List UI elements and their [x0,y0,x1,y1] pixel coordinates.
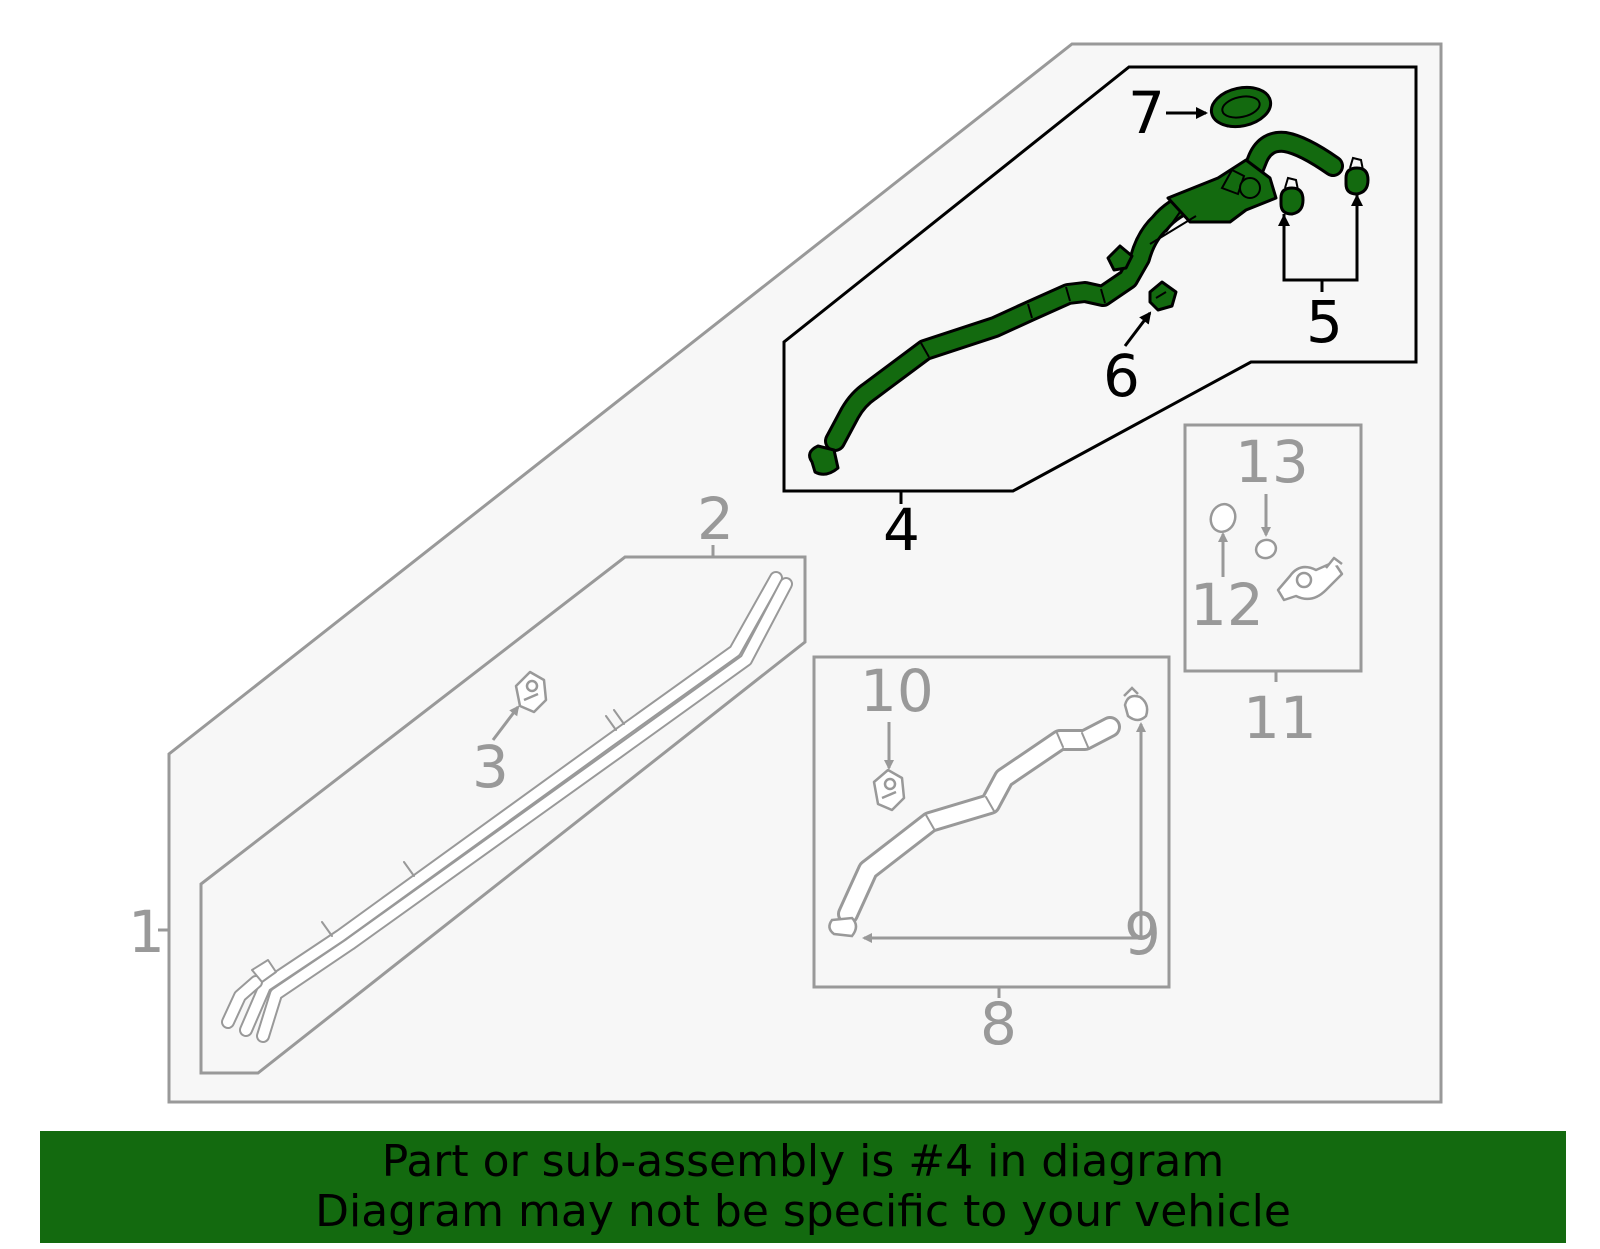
hose-clamp-icon [1106,244,1134,272]
callout-2: 2 [697,485,734,553]
callout-13: 13 [1235,428,1309,496]
callout-1: 1 [128,898,165,966]
callout-12: 12 [1190,571,1264,639]
callout-6: 6 [1103,342,1140,410]
part-12-ring[interactable] [1207,501,1239,536]
subassembly-panel-8 [812,655,1171,989]
part-5-clamp-left[interactable] [1279,176,1305,216]
callout-7: 7 [1128,79,1165,147]
part-10-clip[interactable] [872,768,906,812]
part-2-fuel-tubes[interactable] [221,571,793,1043]
part-13-cap[interactable] [1254,537,1279,561]
part-11-valve[interactable] [1276,556,1344,602]
callout-8: 8 [980,990,1017,1058]
leader-3 [491,705,520,741]
leader-6 [1123,311,1152,347]
banner-line-2: Diagram may not be specific to your vehi… [315,1186,1291,1237]
part-9-clamp-bottom[interactable] [828,916,858,938]
banner-line-1: Part or sub-assembly is #4 in diagram [381,1136,1225,1187]
info-banner: Part or sub-assembly is #4 in diagram Di… [40,1131,1566,1243]
part-3-clip[interactable] [514,670,548,714]
callout-11: 11 [1243,684,1317,752]
part-9-clamp-top[interactable] [1123,686,1149,722]
callout-9: 9 [1124,900,1161,968]
part-8-hose[interactable] [837,716,1121,925]
callout-4: 4 [883,496,920,564]
part-5-clamp-right[interactable] [1344,156,1370,196]
part-4-filler-hose[interactable] [808,130,1344,476]
callout-10: 10 [860,657,934,725]
callout-3: 3 [472,733,509,801]
callout-5: 5 [1306,288,1343,356]
part-6-clamp[interactable] [1148,280,1178,312]
part-7-gasket[interactable] [1208,82,1275,132]
leader-9 [862,900,1143,943]
